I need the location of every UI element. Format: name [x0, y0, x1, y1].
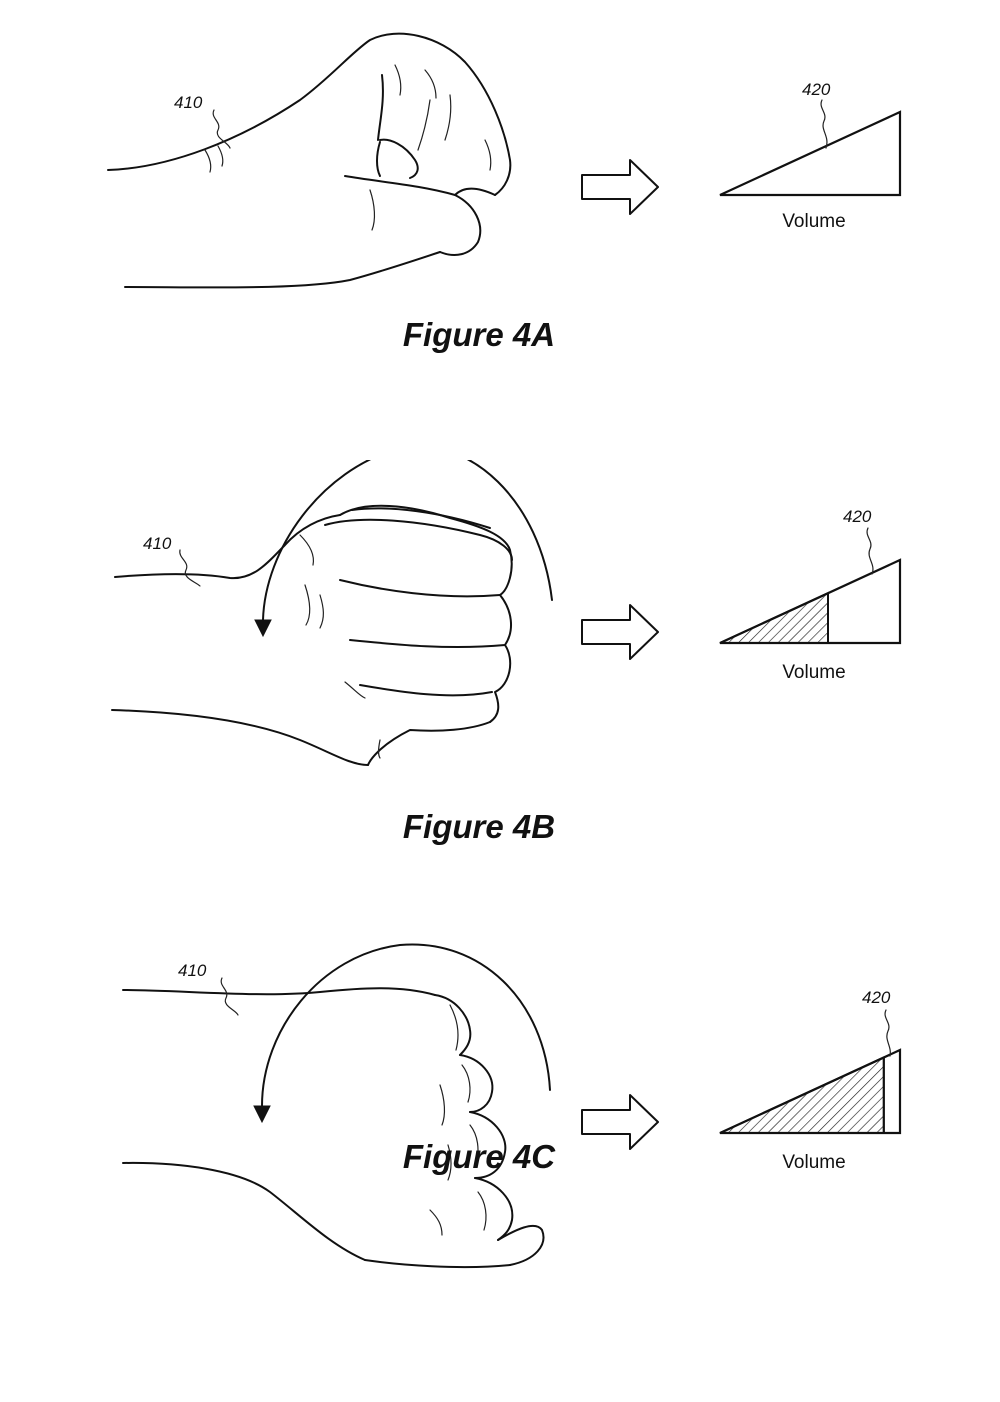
volume-indicator: [720, 1050, 900, 1133]
volume-label: Volume: [782, 211, 845, 232]
figure-4c-caption: Figure 4C: [0, 1138, 958, 1176]
reference-410-label: 410: [178, 961, 207, 980]
reference-410-label: 410: [143, 534, 172, 553]
figure-4a-drawing: 410 420 Volume: [0, 0, 1000, 440]
figure-4b-caption: Figure 4B: [0, 808, 958, 846]
rotation-arrow-icon: [254, 944, 550, 1122]
reference-420-label: 420: [862, 988, 891, 1007]
volume-wedge-outline: [720, 112, 900, 195]
closed-fist-illustration: [123, 988, 543, 1267]
figure-4b-panel: 410 420 Volume Figure 4B: [0, 460, 1000, 900]
volume-indicator: [720, 112, 900, 195]
figure-4c-panel: 410 420 Volume Figure 4C: [0, 930, 1000, 1370]
reference-410-leader: [221, 978, 238, 1015]
volume-level-fill: [720, 593, 828, 643]
transition-arrow-icon: [582, 160, 658, 214]
reference-420-leader: [821, 100, 827, 148]
reference-420-label: 420: [802, 80, 831, 99]
figure-4a-panel: 410 420 Volume Figure 4A: [0, 0, 1000, 440]
reference-420-leader: [885, 1010, 890, 1056]
reference-410-leader: [180, 550, 200, 586]
reference-420-label: 420: [843, 507, 872, 526]
volume-level-fill: [720, 1057, 884, 1133]
reference-420-leader: [867, 528, 873, 574]
closed-fist-illustration: [108, 34, 510, 288]
closed-fist-illustration: [112, 506, 512, 765]
reference-410-label: 410: [174, 93, 203, 112]
figure-4a-caption: Figure 4A: [0, 316, 958, 354]
volume-label: Volume: [782, 662, 845, 683]
transition-arrow-icon: [582, 605, 658, 659]
